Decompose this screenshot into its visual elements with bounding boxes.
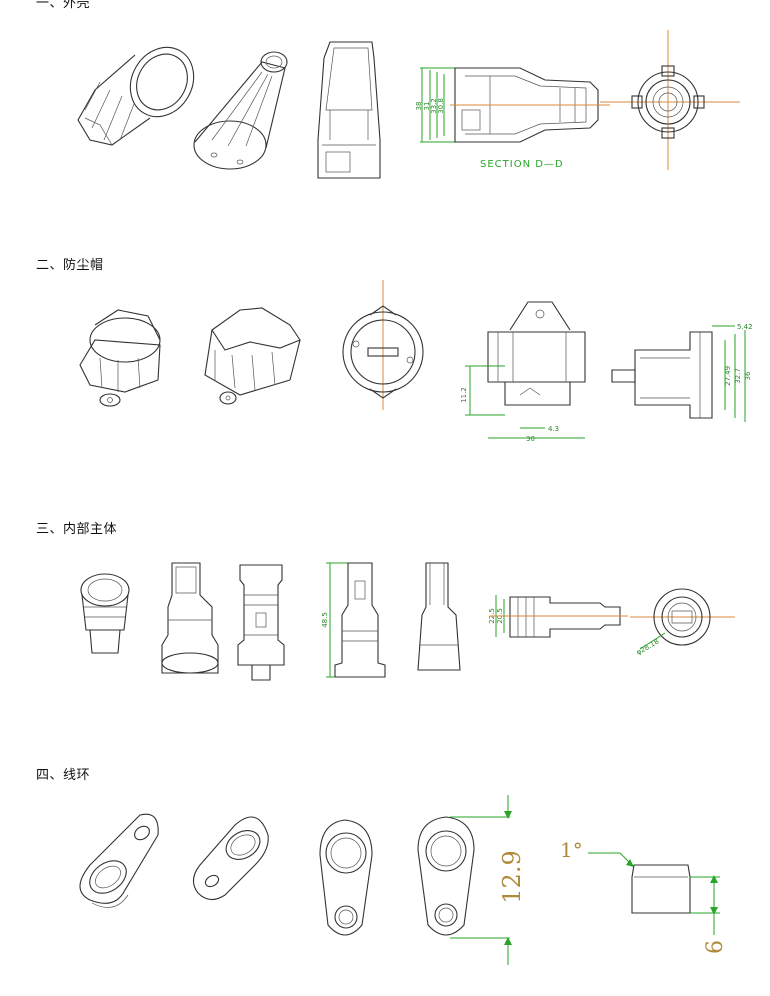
cable-ring-dim-angle: 1°	[560, 838, 583, 862]
inner-body-iso-view	[80, 573, 130, 654]
dust-cap-dim-tab: 4.3	[548, 425, 559, 433]
inner-body-view-2	[161, 562, 219, 674]
dust-cap-drawing-canvas: 11.2 4.3 30 5.42 27.49 32.7 36	[79, 280, 753, 443]
cable-ring-iso-view-2	[192, 816, 269, 901]
shell-drawings: 38 31 33.2 30.8 SECTION D—D	[0, 0, 770, 240]
dust-cap-dim-height: 11.2	[460, 387, 468, 403]
shell-iso-view-2	[193, 51, 288, 170]
cable-ring-dim-view: 12.9	[417, 795, 526, 965]
dust-cap-dim-36: 36	[744, 371, 752, 380]
shell-dim-3: 33.2	[430, 98, 438, 114]
inner-body-dim-diameter: φ28.18	[635, 637, 660, 656]
shell-end-view	[600, 30, 740, 170]
shell-iso-view-1	[77, 46, 195, 146]
dust-cap-side-view: 11.2 4.3 30	[460, 301, 586, 443]
inner-body-drawing-canvas: 48.5 22.5 20.5 φ28.18	[80, 562, 735, 681]
cable-ring-drawings: 12.9 1° 6	[0, 795, 770, 985]
dust-cap-drawings: 11.2 4.3 30 5.42 27.49 32.7 36	[0, 270, 770, 470]
dust-cap-right-view: 5.42 27.49 32.7 36	[611, 323, 753, 422]
shell-dim-2: 31	[423, 102, 431, 111]
section-heading-cable-ring: 四、线环	[36, 768, 91, 783]
shell-drawing-canvas: 38 31 33.2 30.8 SECTION D—D	[77, 30, 740, 179]
cable-ring-dim-6: 6	[703, 940, 728, 954]
section-heading-dust-cap: 二、防尘帽	[36, 258, 104, 273]
dust-cap-front-view	[342, 280, 424, 410]
dust-cap-iso-view-2	[204, 307, 301, 405]
inner-body-drawings: 48.5 22.5 20.5 φ28.18	[0, 545, 770, 705]
dust-cap-dim-27-49: 27.49	[724, 366, 732, 386]
shell-dim-4: 30.8	[437, 98, 445, 114]
inner-body-view-4: 48.5	[321, 562, 386, 678]
inner-body-end-view: φ28.18	[630, 588, 735, 657]
cable-ring-dim-12-9: 12.9	[498, 850, 526, 903]
section-heading-shell: 一、外壳	[36, 0, 91, 11]
shell-dim-1: 38	[415, 102, 423, 111]
inner-body-side-view: 22.5 20.5	[488, 595, 628, 638]
section-heading-inner-body: 三、内部主体	[36, 522, 118, 537]
dust-cap-dim-5-42: 5.42	[737, 323, 753, 331]
dust-cap-iso-view-1	[79, 309, 161, 407]
cable-ring-iso-view-1	[79, 813, 159, 908]
dust-cap-dim-32-7: 32.7	[734, 368, 742, 384]
shell-section-view: 38 31 33.2 30.8 SECTION D—D	[415, 67, 610, 170]
cable-ring-drawing-canvas: 12.9 1° 6	[79, 795, 728, 965]
shell-front-view	[317, 41, 381, 179]
section-d-d-label: SECTION D—D	[480, 159, 564, 170]
cable-ring-top-view	[319, 819, 373, 936]
cable-ring-side-view: 1° 6	[560, 838, 728, 954]
inner-body-dim-length: 48.5	[321, 612, 329, 628]
inner-body-view-3	[237, 564, 285, 681]
dust-cap-dim-width: 30	[526, 435, 535, 443]
inner-body-view-5	[417, 562, 461, 671]
